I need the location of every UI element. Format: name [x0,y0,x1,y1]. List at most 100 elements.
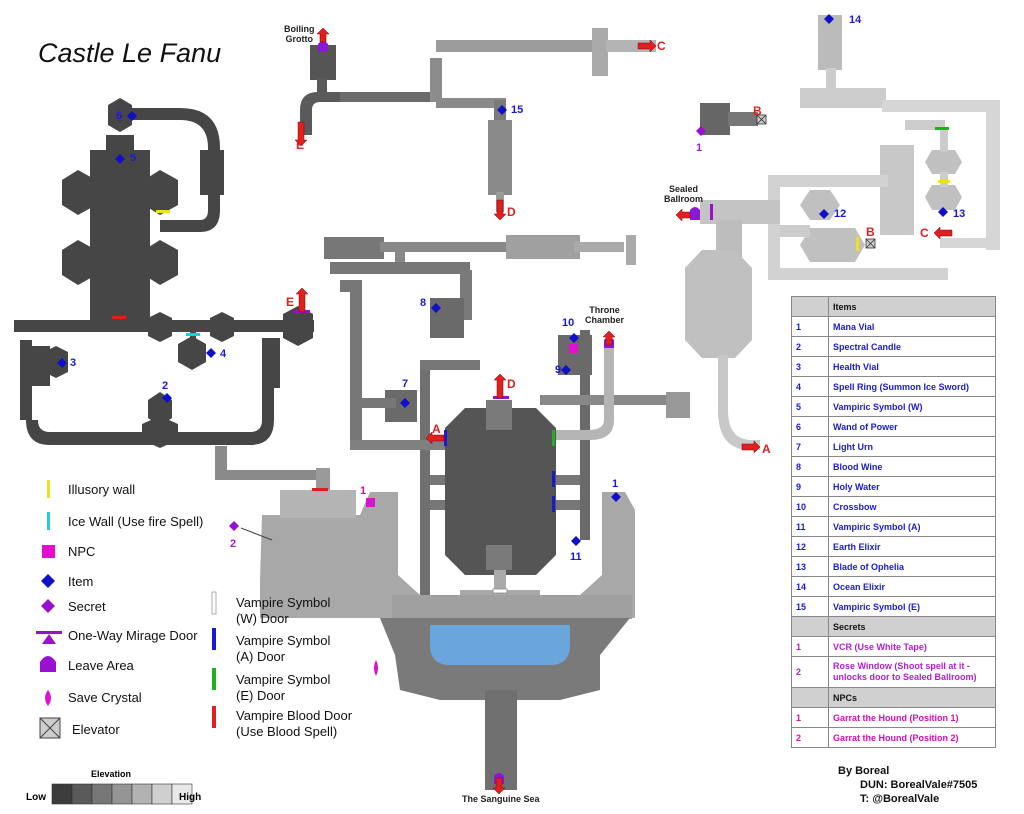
blood-door-2 [312,488,328,491]
map-num-13: 13 [953,208,966,220]
arrow-up-e-left [295,287,309,313]
vampire-w-door-1 [492,588,508,594]
elevation-high: High [179,792,202,803]
table-cell-name: Spectral Candle [828,336,996,357]
door-d-center: D [507,377,516,391]
table-cell-number: 6 [791,416,829,437]
vampire-a-door-1 [444,430,447,446]
map-num-7: 7 [402,378,409,390]
table-cell-number: 2 [791,727,829,748]
vampire-a-door-3 [552,496,555,512]
table-section-header: Secrets [828,616,996,637]
label-sanguine-sea: The Sanguine Sea [462,794,540,804]
table-header-row: NPCs [791,687,996,708]
map-num-5: 5 [130,152,137,164]
legend-illusory-wall: Illusory wall [68,482,136,497]
mirage-door-1 [710,204,713,220]
door-e-top: E [296,138,305,152]
npc-2-icon [569,344,578,353]
elevation-swatch [171,783,193,805]
table-cell-number: 7 [791,436,829,457]
table-cell-name: Blade of Ophelia [828,556,996,577]
table-cell-name: Crossbow [828,496,996,517]
save-crystal-icon [374,660,378,676]
item-9-icon [561,365,571,375]
table-cell-name: Health Vial [828,356,996,377]
door-d-top: D [507,205,516,219]
legend-blood-door: Vampire Blood Door (Use Blood Spell) [236,708,353,739]
bottom-hall [260,490,635,790]
table-cell-number [791,616,829,637]
map-num-10: 10 [562,317,575,329]
left-wing [14,98,314,448]
ice-wall-1 [186,333,200,336]
table-cell-number: 11 [791,516,829,537]
npc-1-icon [366,498,375,507]
table-header-row: Secrets [791,616,996,637]
item-1-icon [611,492,621,502]
legend-npc: NPC [68,544,96,559]
door-b-top: B [753,104,762,118]
map-num-14: 14 [849,14,862,26]
vampire-a-door-2 [552,471,555,487]
table-cell-name: Blood Wine [828,456,996,477]
map-secret-2: 2 [230,538,237,550]
map-num-12: 12 [834,208,847,220]
table-cell-number: 1 [791,707,829,728]
table-cell-number [791,687,829,708]
arrow-left-c-right [933,226,953,240]
table-header-row: Items [791,296,996,317]
table-cell-name: Garrat the Hound (Position 2) [828,727,996,748]
legend-leave-area: Leave Area [68,658,134,673]
legend-elevator: Elevator [72,722,120,737]
item-4-icon [206,348,216,358]
item-6-icon [127,111,137,121]
leave-sealed-ballroom-icon [690,207,700,220]
elevation-swatch [131,783,153,805]
arrow-down-e-top [294,121,308,147]
elevation-swatch [111,783,133,805]
table-cell-number: 14 [791,576,829,597]
top-corridor [300,28,656,212]
elevation-swatch [71,783,93,805]
table-cell-number: 1 [791,636,829,657]
item-7-icon [400,398,410,408]
table-cell-name: VCR (Use White Tape) [828,636,996,657]
table-cell-name: Ocean Elixir [828,576,996,597]
elevator-markers [756,114,876,249]
item-12-icon [819,209,829,219]
map-num-6: 6 [116,110,123,122]
table-cell-name: Holy Water [828,476,996,497]
arrow-down-sanguine [492,777,506,795]
table-cell-name: Spell Ring (Summon Ice Sword) [828,376,996,397]
leave-boiling-grotto-icon [318,41,328,52]
table-section-header: Items [828,296,996,317]
arrow-up-d-center [493,373,507,399]
table-cell-name: Vampiric Symbol (W) [828,396,996,417]
legend-ice-wall: Ice Wall (Use fire Spell) [68,514,204,529]
table-cell-name: Light Urn [828,436,996,457]
label-boiling-grotto: Boiling Grotto [284,24,315,44]
label-throne-chamber: Throne Chamber [585,305,625,325]
table-cell-number: 12 [791,536,829,557]
legend-vampire-e: Vampire Symbol (E) Door [236,672,331,703]
elevation-low: Low [26,792,46,803]
map-num-15: 15 [511,104,524,116]
door-c-top: C [657,39,666,53]
legend-vampire-a: Vampire Symbol (A) Door [236,633,331,664]
table-cell-number: 5 [791,396,829,417]
